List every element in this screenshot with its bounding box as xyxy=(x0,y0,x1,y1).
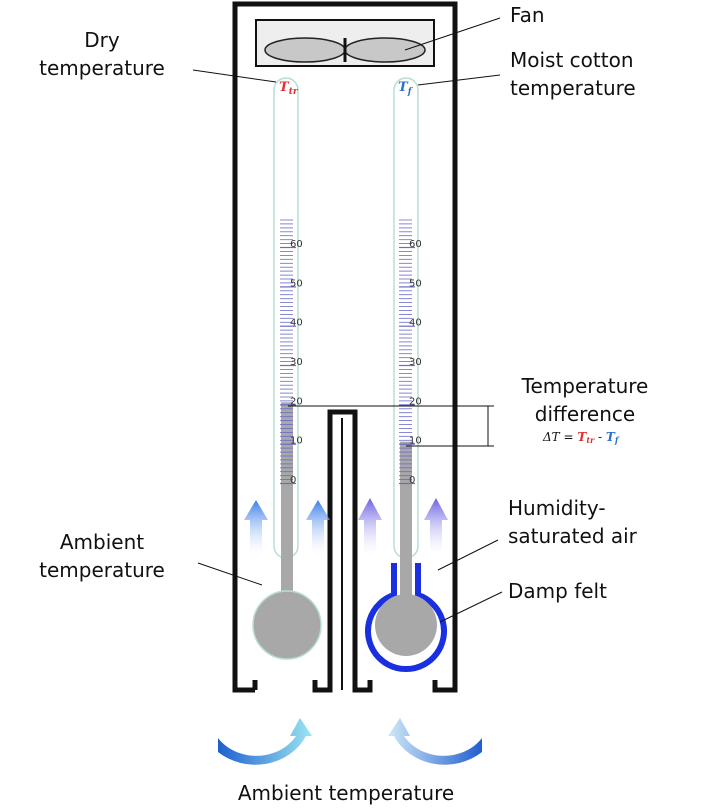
wet-scale-label: 30 xyxy=(409,357,422,368)
leader-lines xyxy=(192,17,503,623)
arrow-up-icon xyxy=(306,500,330,555)
dry-bulb xyxy=(252,590,322,660)
wet-scale-label: 60 xyxy=(409,239,422,250)
humid-label-line1: Humidity- xyxy=(508,496,606,520)
wet-bulb xyxy=(375,594,437,656)
arrow-up-icon xyxy=(244,500,268,555)
dry-scale-label: 0 xyxy=(290,475,296,486)
wet-scale-label: 50 xyxy=(409,278,422,289)
circulation-left xyxy=(218,718,312,765)
dry-symbol: Ttr xyxy=(279,80,299,97)
wet-thermometer: 0 10 20 30 40 50 60 Tf xyxy=(365,77,447,673)
wet-scale-label: 20 xyxy=(409,396,422,407)
wet-scale-label: 40 xyxy=(409,318,422,329)
leader-felt xyxy=(439,591,503,623)
dry-scale-label: 40 xyxy=(290,318,303,329)
leader-dry xyxy=(192,69,277,83)
moist-label-line1: Moist cotton xyxy=(510,48,634,72)
wet-scale-label: 10 xyxy=(409,436,422,447)
difference-formula: ΔT = Ttr - Tf xyxy=(542,430,620,445)
wet-stem xyxy=(400,555,412,600)
formula-wet-sub: f xyxy=(614,435,620,445)
ambient-label-line1: Ambient xyxy=(60,530,144,554)
dry-label-line2: temperature xyxy=(39,56,165,80)
wet-scale: 0 10 20 30 40 50 60 xyxy=(399,219,422,486)
dry-scale: 0 10 20 30 40 50 60 xyxy=(280,219,303,486)
ambient-bottom-label: Ambient temperature xyxy=(238,781,454,805)
leader-moist xyxy=(417,74,501,86)
difference-bracket xyxy=(288,405,494,447)
dry-symbol-sub: tr xyxy=(289,87,299,97)
formula-delta: ΔT = xyxy=(542,430,574,444)
formula-minus: - xyxy=(594,430,606,444)
leader-humid xyxy=(437,539,499,571)
dry-scale-label: 50 xyxy=(290,278,303,289)
difference-label-line1: Temperature xyxy=(521,374,649,398)
formula-wet-main: T xyxy=(606,430,616,444)
wet-symbol-main: T xyxy=(398,80,409,95)
leader-fan xyxy=(404,17,501,51)
damp-felt xyxy=(365,563,447,673)
wet-symbol: Tf xyxy=(398,80,414,97)
arrow-up-icon xyxy=(424,498,448,555)
dry-scale-label: 20 xyxy=(290,396,303,407)
wet-mercury xyxy=(400,441,412,560)
circulation-right xyxy=(388,718,482,765)
moist-label-line2: temperature xyxy=(510,76,636,100)
housing-right-foot-left xyxy=(312,409,373,693)
dry-mercury xyxy=(281,402,293,560)
ambient-label-line2: temperature xyxy=(39,558,165,582)
fan-icon xyxy=(264,37,426,63)
air-arrows xyxy=(244,498,448,555)
housing-left-chamber xyxy=(232,1,458,693)
formula-dry-sub: tr xyxy=(586,435,595,445)
wet-symbol-sub: f xyxy=(407,87,414,97)
fan-label: Fan xyxy=(510,3,545,27)
dry-label-line1: Dry xyxy=(84,28,120,52)
dry-symbol-main: T xyxy=(279,80,290,95)
dry-thermometer: 0 10 20 30 40 50 60 Ttr xyxy=(252,77,322,660)
leader-ambient xyxy=(197,562,263,586)
dry-scale-label: 30 xyxy=(290,357,303,368)
formula-dry-main: T xyxy=(577,430,587,444)
felt-label: Damp felt xyxy=(508,579,607,603)
housing xyxy=(232,1,458,693)
dry-scale-label: 10 xyxy=(290,436,303,447)
dry-scale-label: 60 xyxy=(290,239,303,250)
difference-label-line2: difference xyxy=(535,402,635,426)
humid-label-line2: saturated air xyxy=(508,524,638,548)
wet-scale-label: 0 xyxy=(409,475,415,486)
arrow-up-icon xyxy=(358,498,382,555)
